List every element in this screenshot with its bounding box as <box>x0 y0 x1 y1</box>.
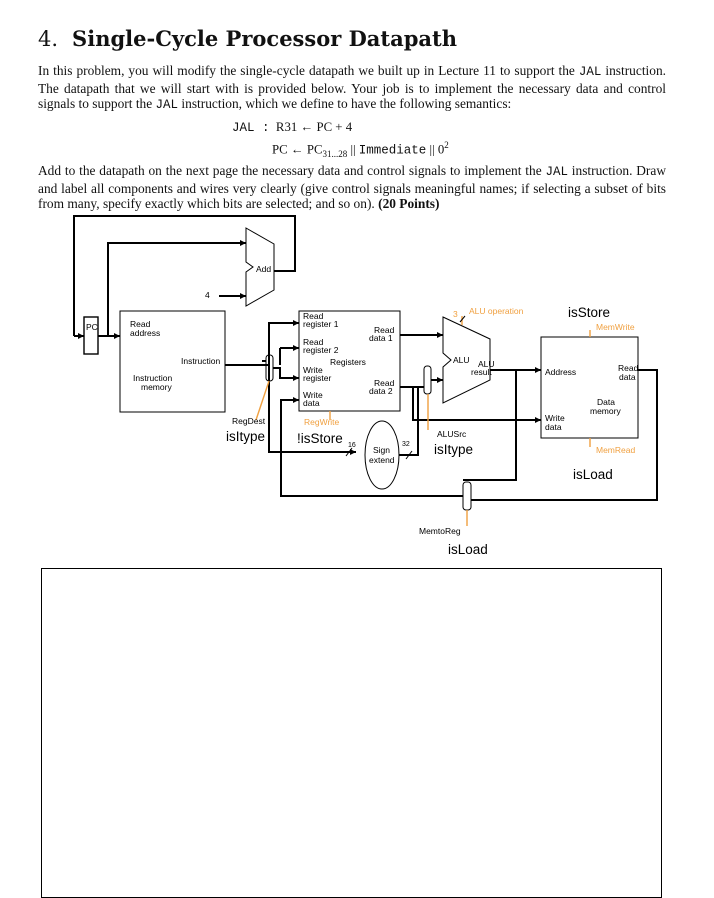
answer-box[interactable] <box>41 568 662 898</box>
reg-read-data-1: Read <box>374 325 395 335</box>
pc-adder <box>245 227 275 307</box>
semantics-concat: || <box>347 142 359 157</box>
imem-read-address-label: Read <box>130 319 151 329</box>
reg-read-register-1: register 1 <box>303 319 339 329</box>
semantics-r31: R31 ← PC + 4 <box>275 120 353 134</box>
semantics-pc-bits: 31...28 <box>322 148 348 159</box>
dmem-title: memory <box>590 406 621 416</box>
reg-read-register-2: Read <box>303 337 324 347</box>
imem-title: memory <box>141 382 172 392</box>
dmem-title: Data <box>597 397 615 407</box>
reg-write-data: Write <box>303 390 323 400</box>
intro-text-2: instruction. The datapath that we will s… <box>38 63 666 111</box>
semantics-power: 2 <box>444 140 449 150</box>
reg-read-register-1: Read <box>303 311 324 321</box>
datapath-diagram: PC Add 4 Read address Instruction Instru… <box>73 215 658 557</box>
alu-operation-label: ALU operation <box>469 306 524 316</box>
isitype-annotation: isItype <box>226 429 265 444</box>
points-label: (20 Points) <box>378 196 440 211</box>
instruction-memory-box <box>119 310 226 413</box>
alu <box>442 316 491 404</box>
arrowheads <box>78 240 541 455</box>
intro-paragraph: In this problem, you will modify the sin… <box>38 63 666 114</box>
alu-result-label: result <box>471 367 492 377</box>
reg-read-register-2: register 2 <box>303 345 339 355</box>
semantics-zeros: || 0 <box>426 142 445 157</box>
intro-text-1: In this problem, you will modify the sin… <box>38 63 579 78</box>
imem-title: Instruction <box>133 373 172 383</box>
reg-write-register: register <box>303 373 332 383</box>
reg-read-data-2: Read <box>374 378 395 388</box>
jal-code: JAL <box>578 65 602 79</box>
problem-title: Single-Cycle Processor Datapath <box>72 26 457 51</box>
dmem-read-data-label: data <box>619 372 636 382</box>
semantics-line-2: PC ← PC31...28 || Immediate || 02 <box>272 140 449 159</box>
add-label: Add <box>256 264 271 274</box>
regdest-label: RegDest <box>232 416 266 426</box>
problem-number: 4. <box>38 27 59 51</box>
reg-read-data-2: data 2 <box>369 386 393 396</box>
instructions-text-1: Add to the datapath on the next page the… <box>38 163 546 178</box>
dmem-write-data-label: data <box>545 422 562 432</box>
memread-label: MemRead <box>596 445 635 455</box>
isload-annotation: isLoad <box>573 467 613 482</box>
four-label: 4 <box>205 290 210 300</box>
bus-width-ticks <box>345 315 466 460</box>
register-file-box <box>298 310 401 412</box>
alu-result-label: ALU <box>478 359 495 369</box>
problem-heading: 4. Single-Cycle Processor Datapath <box>38 26 457 51</box>
regwrite-label: RegWrite <box>304 417 340 427</box>
jal-code: JAL <box>155 98 179 112</box>
alu-label: ALU <box>453 355 470 365</box>
sign-extend-label: Sign <box>373 445 390 455</box>
alusrc-mux <box>423 365 432 395</box>
sign-extend-in-width: 16 <box>348 442 356 449</box>
reg-read-data-1: data 1 <box>369 333 393 343</box>
jal-code: JAL <box>545 165 568 179</box>
memtoreg-mux <box>462 481 472 511</box>
isload-annotation: isLoad <box>448 542 488 557</box>
intro-text-3: instruction, which we define to have the… <box>178 96 512 111</box>
semantics-label: JAL : <box>232 121 270 135</box>
imem-instruction-label: Instruction <box>181 356 220 366</box>
registers-title: Registers <box>330 357 366 367</box>
isstore-annotation: isStore <box>568 305 610 320</box>
sign-extend-out-width: 32 <box>402 441 410 448</box>
imem-read-address-label: address <box>130 328 160 338</box>
reg-write-data: data <box>303 398 320 408</box>
dmem-read-data-label: Read <box>618 363 639 373</box>
memwrite-label: MemWrite <box>596 322 635 332</box>
semantics-line-1: JAL : R31 ← PC + 4 <box>232 120 352 135</box>
pc-label: PC <box>86 322 98 332</box>
dmem-write-data-label: Write <box>545 413 565 423</box>
memtoreg-label: MemtoReg <box>419 526 461 536</box>
semantics-pc: PC ← PC <box>272 142 323 157</box>
notisstore-annotation: !isStore <box>297 431 343 446</box>
control-lines <box>255 316 591 526</box>
dmem-address-label: Address <box>545 367 576 377</box>
alu-op-bits: 3 <box>453 309 458 319</box>
instructions-paragraph: Add to the datapath on the next page the… <box>38 163 666 212</box>
alusrc-label: ALUSrc <box>437 429 467 439</box>
reg-write-register: Write <box>303 365 323 375</box>
instructions-text-2: instruction. Draw and label all componen… <box>38 163 666 211</box>
isitype-annotation: isItype <box>434 442 473 457</box>
sign-extend-label: extend <box>369 455 395 465</box>
semantics-immediate: Immediate <box>358 143 427 158</box>
